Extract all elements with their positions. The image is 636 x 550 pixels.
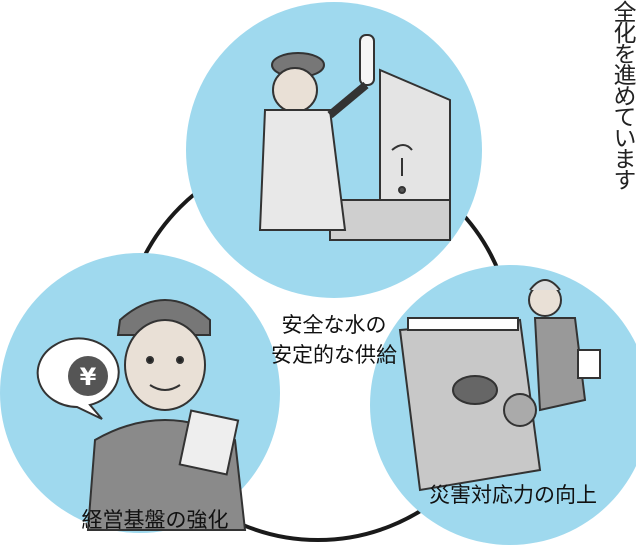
side-vertical-text: 全化を進めています (609, 0, 635, 189)
circle-safe-water-supply (186, 2, 482, 298)
label-safe-water-line2: 安定的な供給 (271, 343, 397, 367)
circle-disaster-response (370, 265, 636, 545)
label-safe-water-line1: 安全な水の (281, 313, 387, 337)
yen-symbol: ¥ (80, 363, 97, 391)
label-management-text: 経営基盤の強化 (81, 508, 229, 532)
label-disaster-response-text: 災害対応力の向上 (429, 483, 597, 507)
inspector-illustration (258, 34, 451, 241)
yen-speech-bubble: ¥ (36, 337, 120, 420)
circle-management: ¥ (0, 253, 280, 533)
excavation-illustration (398, 279, 601, 492)
label-disaster-response: 災害対応力の向上 (408, 480, 618, 510)
label-management: 経営基盤の強化 (60, 505, 250, 535)
label-safe-water-supply: 安全な水の 安定的な供給 (254, 310, 414, 370)
worker-illustration (86, 299, 247, 531)
